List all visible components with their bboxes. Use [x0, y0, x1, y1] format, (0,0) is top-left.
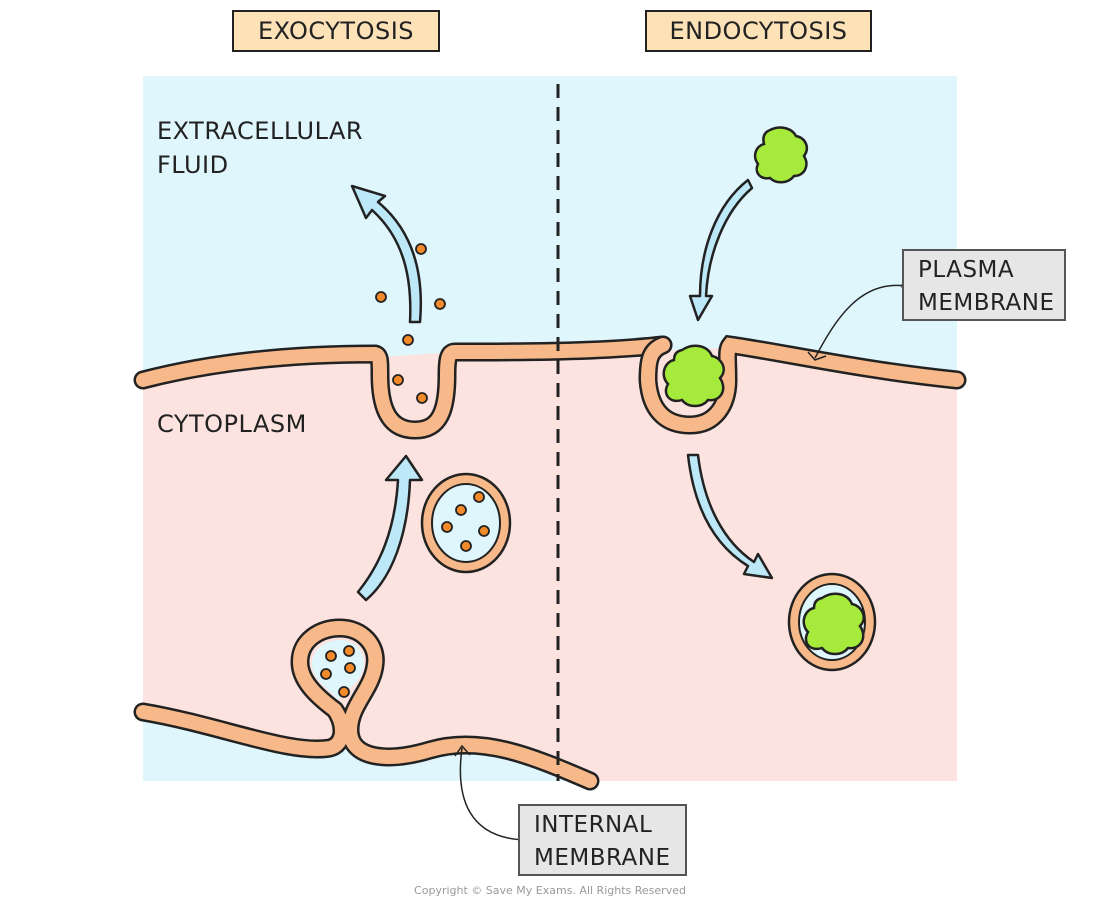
endocytosis-arrow-in [688, 178, 754, 322]
green-molecule-in-pit [662, 344, 725, 408]
secreted-particles [320, 243, 490, 698]
cytoplasm-label: CYTOPLASM [157, 410, 307, 438]
green-molecule-outside [753, 126, 808, 184]
extracellular-fluid-label: EXTRACELLULAR FLUID [157, 114, 417, 182]
exocytosis-arrow-out [350, 184, 423, 324]
plasma-callout-line2: MEMBRANE [918, 290, 1055, 316]
endocytosis-arrow-down [686, 453, 774, 580]
extracellular-fluid-region [143, 76, 957, 380]
plasma-membrane [133, 334, 967, 440]
green-molecule-in-vesicle [802, 592, 865, 656]
plasma-membrane-callout: PLASMA MEMBRANE [902, 249, 1066, 321]
copyright-notice: Copyright © Save My Exams. All Rights Re… [414, 884, 686, 897]
extracellular-label-line1: EXTRACELLULAR [157, 117, 364, 145]
internal-callout-line1: INTERNAL [534, 812, 653, 838]
internal-membrane-callout: INTERNAL MEMBRANE [518, 804, 687, 876]
background-regions [143, 76, 957, 781]
exocytosis-title: EXOCYTOSIS [232, 10, 440, 52]
extracellular-label-line2: FLUID [157, 151, 229, 179]
internal-compartment-region [143, 712, 590, 781]
internal-callout-line2: MEMBRANE [534, 845, 671, 871]
internal-membrane [133, 618, 600, 791]
secretory-vesicle [420, 472, 512, 574]
endocytosis-title: ENDOCYTOSIS [645, 10, 872, 52]
exocytosis-arrow-up-cytoplasm [356, 454, 424, 602]
plasma-callout-line1: PLASMA [918, 257, 1015, 283]
